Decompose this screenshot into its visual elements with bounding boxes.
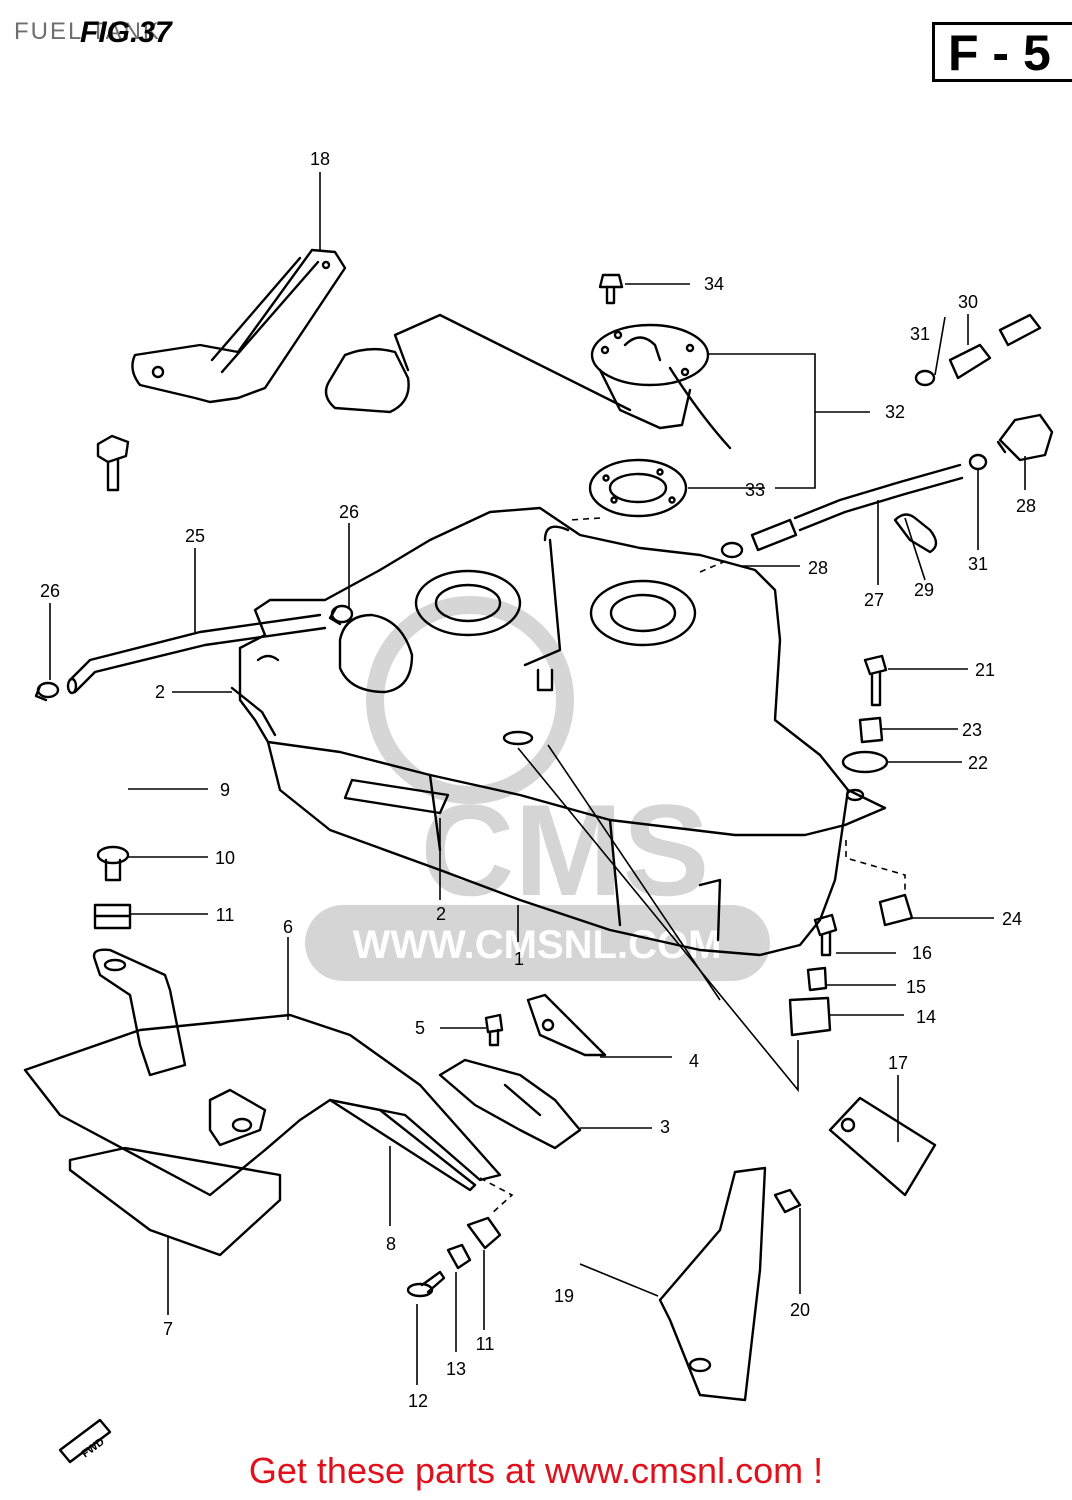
bracket-19-drawing — [658, 1166, 767, 1402]
callout-30: 30 — [958, 292, 978, 312]
section-code: F - 5 — [948, 25, 1051, 81]
plate-8-drawing — [328, 1098, 477, 1192]
callout-24: 24 — [1002, 909, 1022, 929]
shield-7-drawing — [68, 1146, 282, 1257]
callout-20: 20 — [790, 1300, 810, 1320]
watermark-url-pill — [305, 905, 770, 981]
plate-17-hole — [840, 1117, 856, 1133]
bolt-21-drawing — [863, 654, 888, 707]
watermark: CMS WWW.CMSNL.COM — [305, 596, 770, 981]
watermark-mascot — [366, 596, 574, 804]
watermark-brand: CMS — [421, 777, 710, 923]
callout-10: 10 — [215, 848, 235, 868]
strap-3-drawing — [438, 1058, 582, 1150]
plate-17-drawing — [828, 1096, 937, 1197]
clamp-31-lower-drawing — [968, 453, 988, 471]
callout-11-upper: 11 — [216, 905, 235, 925]
callout-27: 27 — [864, 590, 884, 610]
grommet-11-lower-drawing — [466, 1216, 502, 1250]
callout-28-right: 28 — [1016, 496, 1036, 516]
fuel-filter-28-drawing — [996, 413, 1054, 462]
clip-29-drawing — [893, 513, 938, 554]
bracket-4-hole — [541, 1018, 555, 1032]
callout-31-upper: 31 — [910, 324, 930, 344]
callout-29: 29 — [914, 580, 934, 600]
bracket-4-drawing — [526, 993, 607, 1057]
watermark-url: WWW.CMSNL.COM — [353, 923, 722, 967]
callout-25: 25 — [185, 526, 205, 546]
cushion-22-drawing — [841, 750, 889, 774]
hose-30-drawing — [948, 313, 1042, 380]
callout-18: 18 — [310, 149, 330, 169]
fuel-pump-32-drawing — [324, 313, 732, 450]
callout-13: 13 — [446, 1359, 466, 1379]
callout-7: 7 — [163, 1319, 173, 1339]
callout-5: 5 — [415, 1018, 425, 1038]
collar-15-drawing — [806, 966, 828, 992]
callout-23: 23 — [962, 720, 982, 740]
callout-34: 34 — [704, 274, 724, 294]
bolt-34-drawing — [598, 273, 624, 305]
callout-6: 6 — [283, 917, 293, 937]
fuel-tank-1-drawing — [238, 506, 887, 957]
hose-2-drawing — [230, 686, 277, 737]
cushion-24-drawing — [878, 893, 914, 927]
callout-9: 9 — [220, 780, 230, 800]
callout-33: 33 — [745, 480, 765, 500]
hose-27-drawing — [750, 463, 964, 552]
bracket-6-drawing — [23, 948, 502, 1197]
clamp-26-right-drawing — [328, 604, 354, 626]
callout-22: 22 — [968, 753, 988, 773]
bolt-20-drawing — [773, 1188, 802, 1214]
page-title: FUEL TANK — [14, 18, 161, 45]
bolt-16-drawing — [813, 913, 838, 957]
callout-labels: 18 34 32 33 31 30 28 31 29 27 28 26 25 2… — [40, 149, 1036, 1411]
bolt-12-drawing — [406, 1270, 446, 1298]
clamp-28-drawing — [720, 541, 744, 559]
callout-15: 15 — [906, 977, 926, 997]
washer-10-drawing — [96, 845, 130, 882]
footer-parts-link[interactable]: Get these parts at www.cmsnl.com ! — [248, 1450, 824, 1491]
callout-2-lower: 2 — [436, 904, 446, 924]
callout-14: 14 — [916, 1007, 936, 1027]
callout-16: 16 — [912, 943, 932, 963]
section-code-box — [932, 22, 1072, 82]
callout-4: 4 — [689, 1051, 699, 1071]
callout-3: 3 — [660, 1117, 670, 1137]
callout-28-left: 28 — [808, 558, 828, 578]
bracket-18-drawing — [131, 248, 347, 404]
hose-25-drawing — [66, 613, 327, 695]
callout-12: 12 — [408, 1391, 428, 1411]
fwd-arrow-icon — [58, 1418, 112, 1464]
clamp-26-left-drawing — [34, 681, 60, 702]
callout-26-left: 26 — [40, 581, 60, 601]
callout-21: 21 — [975, 660, 995, 680]
bolt-5-drawing — [484, 1013, 504, 1047]
figure-label: FIG.37 — [80, 16, 172, 49]
callout-1: 1 — [514, 949, 524, 969]
rubber-mount-14-drawing — [788, 996, 832, 1037]
gasket-33-drawing — [588, 458, 688, 518]
callout-19: 19 — [554, 1286, 574, 1306]
collar-13-drawing — [446, 1243, 472, 1270]
clamp-31-upper-drawing — [914, 369, 936, 387]
callout-8: 8 — [386, 1234, 396, 1254]
grommet-11-drawing — [93, 903, 132, 930]
collar-23-drawing — [858, 716, 884, 744]
callout-31-lower: 31 — [968, 554, 988, 574]
callout-17: 17 — [888, 1053, 908, 1073]
callout-26-right: 26 — [339, 502, 359, 522]
callout-2-upper: 2 — [155, 682, 165, 702]
callout-32: 32 — [885, 402, 905, 422]
bolt-9-drawing — [96, 434, 130, 492]
callout-11-lower: 11 — [476, 1334, 495, 1354]
